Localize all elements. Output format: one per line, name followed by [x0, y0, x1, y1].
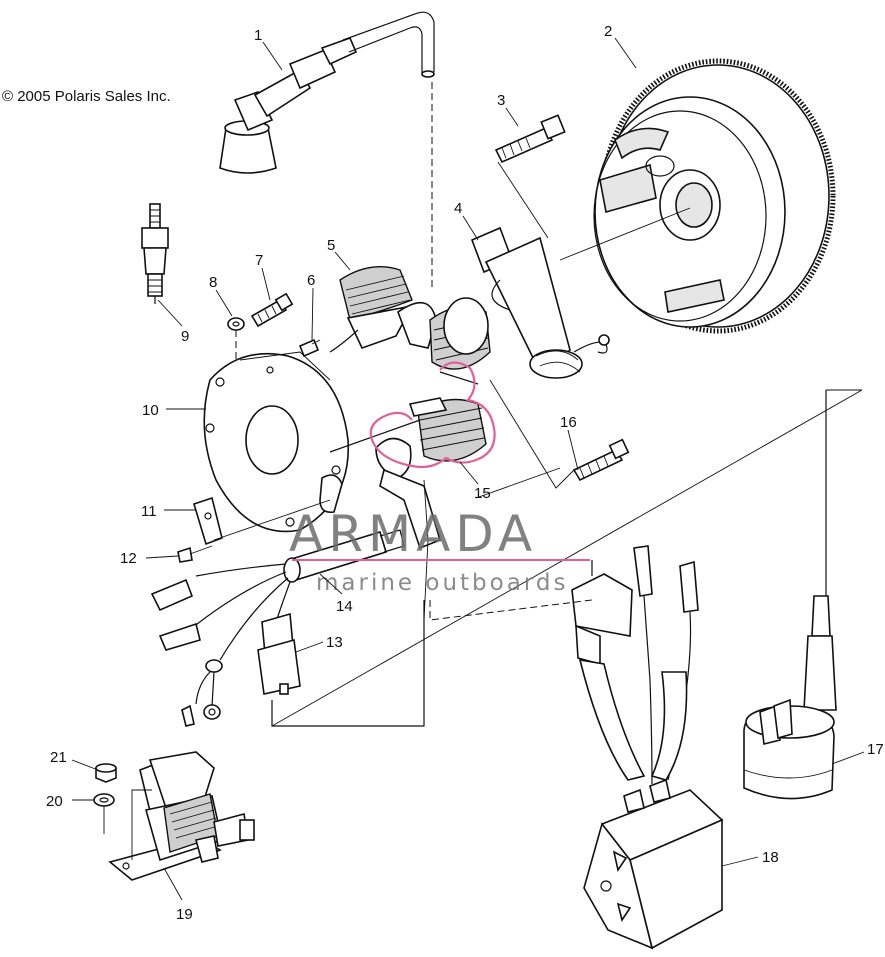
washer-8-part: [227, 317, 245, 360]
callout-13: 13: [326, 634, 343, 651]
copyright-notice: © 2005 Polaris Sales Inc.: [2, 88, 171, 105]
washer-20-part: [93, 793, 115, 834]
cdi-unit-part: [571, 545, 724, 950]
bolt-7-part: [250, 292, 294, 328]
callout-10: 10: [142, 402, 159, 419]
starter-solenoid-part: [108, 751, 255, 881]
connector-13-part: [257, 600, 425, 727]
ignition-coil-part: [743, 390, 837, 800]
callout-9: 9: [181, 328, 189, 345]
bolt-16-part: [489, 379, 630, 489]
stator-plate-part: [203, 351, 421, 533]
leader-lines: [71, 37, 865, 901]
pulser-coil-part: [470, 226, 610, 379]
nut-21-part: [95, 763, 117, 783]
callout-17: 17: [867, 741, 884, 758]
spark-plug-cap-part: [219, 11, 435, 290]
callout-16: 16: [560, 414, 577, 431]
charging-coil-part: [329, 265, 437, 353]
callout-6: 6: [307, 272, 315, 289]
callout-11: 11: [141, 503, 157, 520]
screw-12-part: [177, 545, 213, 563]
screw-6-part: [298, 338, 321, 358]
callout-20: 20: [46, 793, 63, 810]
exciter-coil-part: [408, 297, 491, 462]
callout-12: 12: [120, 550, 137, 567]
watermark-tagline: marine outboards: [316, 570, 568, 596]
clamp-11-part: [193, 496, 223, 546]
callout-1: 1: [254, 27, 262, 44]
callout-19: 19: [176, 906, 193, 923]
spark-plug-part: [141, 203, 169, 304]
callout-labels: 1 2 3 4 5 6 7 8 9 10 11 12 13 14 15 16 1…: [46, 23, 884, 923]
callout-4: 4: [454, 200, 462, 217]
callout-3: 3: [497, 92, 505, 109]
callout-5: 5: [327, 237, 335, 254]
callout-21: 21: [50, 749, 67, 766]
callout-14: 14: [336, 598, 353, 615]
bolt-3-part: [494, 114, 566, 239]
callout-18: 18: [762, 849, 779, 866]
callout-2: 2: [604, 23, 612, 40]
watermark: ARMADA marine outboards: [289, 361, 590, 596]
callout-15: 15: [474, 485, 491, 502]
assembly-guide-lines: [271, 389, 863, 727]
flywheel-part: [559, 58, 836, 334]
callout-7: 7: [255, 252, 263, 269]
callout-8: 8: [209, 274, 217, 291]
watermark-brand: ARMADA: [289, 505, 537, 563]
